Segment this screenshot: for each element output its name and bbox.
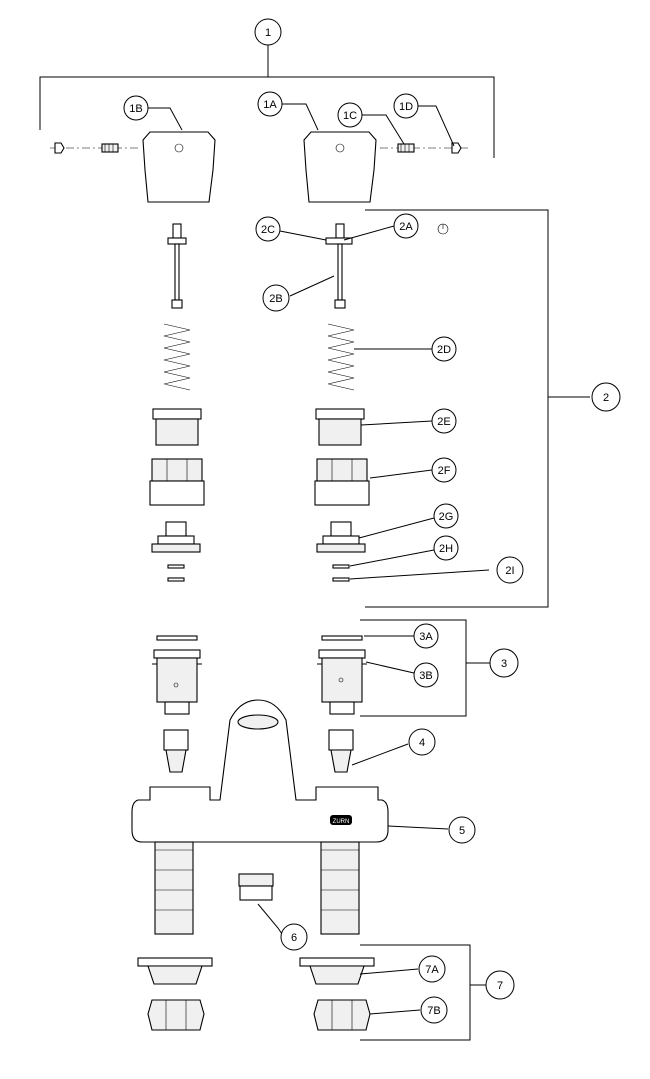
callout-6: 6: [280, 923, 308, 951]
spring-left: [163, 323, 191, 391]
valve-group-bracket: [360, 619, 490, 717]
callout-2C-label: 2C: [261, 224, 275, 236]
bonnet-right: [315, 408, 365, 446]
leader-lines: [148, 103, 490, 1015]
callout-2A: 2A: [393, 213, 419, 239]
inlet-adapter-left: [163, 729, 189, 773]
callout-2C: 2C: [255, 216, 281, 242]
callout-2F: 2F: [431, 457, 457, 483]
callout-2B-label: 2B: [269, 293, 282, 305]
callout-2E-label: 2E: [437, 416, 450, 428]
locknut-left: [149, 458, 205, 506]
coupling-nut-left: [147, 999, 205, 1031]
callout-1C: 1C: [337, 102, 363, 128]
callout-3B-label: 3B: [419, 670, 432, 682]
callout-7-label: 7: [497, 980, 503, 992]
callout-5: 5: [448, 816, 476, 844]
callout-2A-label: 2A: [399, 221, 413, 233]
callout-2B: 2B: [262, 284, 290, 312]
callout-2: 2: [591, 382, 621, 412]
body-marking: ZURN: [333, 819, 350, 825]
aerator: [238, 873, 274, 901]
shank-left: [154, 841, 194, 935]
callout-1D: 1D: [393, 93, 419, 119]
retaining-clip-icon: [437, 223, 449, 235]
callout-2H: 2H: [433, 535, 459, 561]
shank-right: [320, 841, 360, 935]
callout-2F-label: 2F: [438, 465, 451, 477]
callout-1A: 1A: [257, 91, 283, 117]
handle-right: [303, 131, 377, 203]
valve-left: [152, 635, 202, 715]
washer-right: [299, 957, 375, 985]
callout-7B: 7B: [420, 996, 448, 1024]
cartridge-seat-right: [316, 521, 366, 582]
callout-7A: 7A: [418, 955, 446, 983]
spring-right: [327, 323, 355, 391]
callout-4-label: 4: [419, 737, 425, 749]
inlet-adapter-right: [328, 729, 354, 773]
callout-5-label: 5: [459, 825, 465, 837]
callout-7: 7: [485, 970, 515, 1000]
handle-left: [142, 131, 216, 203]
faucet-body: ZURN: [131, 699, 389, 843]
washer-left: [137, 957, 213, 985]
callout-1A-label: 1A: [263, 99, 277, 111]
callout-1D-label: 1D: [399, 101, 413, 113]
callout-3-label: 3: [501, 658, 507, 670]
callout-2I: 2I: [496, 556, 524, 584]
callout-2G: 2G: [433, 503, 459, 529]
callout-7A-label: 7A: [425, 964, 439, 976]
callout-2D: 2D: [431, 336, 457, 362]
callout-6-label: 6: [291, 932, 297, 944]
callout-3A-label: 3A: [419, 631, 433, 643]
stem-right: [325, 223, 353, 309]
callout-4: 4: [408, 728, 436, 756]
callout-1B: 1B: [123, 95, 149, 121]
stem-left: [167, 223, 187, 309]
callout-2E: 2E: [431, 408, 457, 434]
callout-3B: 3B: [413, 662, 439, 688]
mounting-group-bracket: [360, 944, 486, 1041]
coupling-nut-right: [313, 999, 371, 1031]
callout-1: 1: [254, 18, 282, 46]
valve-right: [317, 635, 367, 715]
set-screw-right: [380, 142, 470, 154]
callout-7B-label: 7B: [427, 1005, 440, 1017]
callout-2H-label: 2H: [439, 543, 453, 555]
cartridge-group-bracket: [365, 209, 590, 608]
set-screw-left: [50, 142, 140, 154]
callout-3A: 3A: [413, 623, 439, 649]
callout-2I-label: 2I: [505, 565, 514, 577]
callout-1C-label: 1C: [343, 110, 357, 122]
handle-group-bracket: [39, 45, 495, 158]
callout-2G-label: 2G: [439, 511, 454, 523]
callout-2D-label: 2D: [437, 344, 451, 356]
callout-3: 3: [489, 648, 519, 678]
cartridge-seat-left: [151, 521, 201, 582]
callout-1B-label: 1B: [129, 103, 142, 115]
callout-2-label: 2: [603, 392, 609, 404]
bonnet-left: [152, 408, 202, 446]
callout-1-label: 1: [265, 27, 271, 39]
locknut-right: [314, 458, 370, 506]
